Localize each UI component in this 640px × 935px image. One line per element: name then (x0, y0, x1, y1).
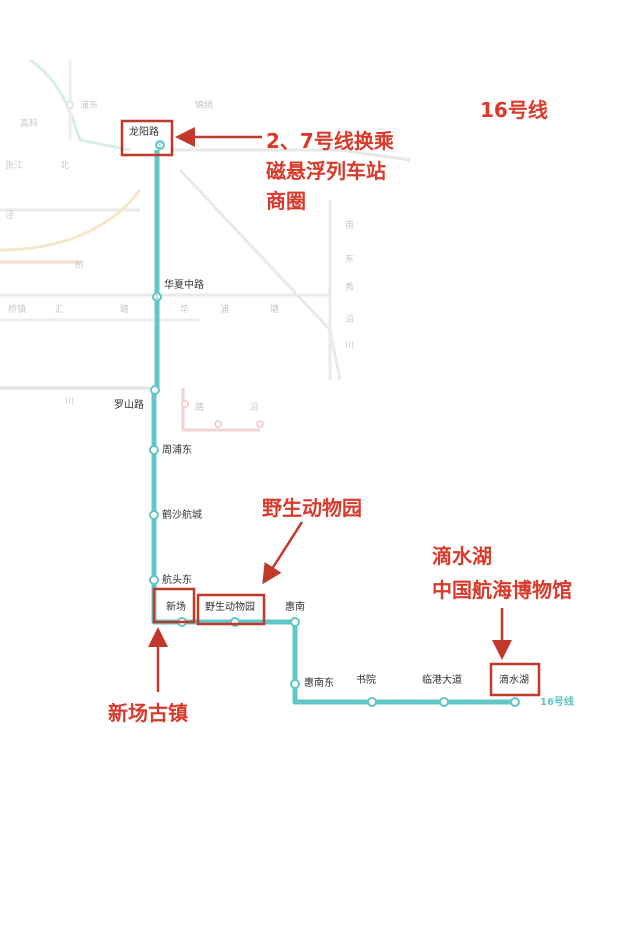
arrow-zoo (262, 521, 304, 585)
annotation-dishui-line2: 中国航海博物馆 (432, 578, 572, 602)
map-title: 16号线 (480, 98, 548, 122)
ghost-label: 锦绣 (195, 99, 213, 111)
station-dot-longyang[interactable] (155, 140, 165, 150)
highlight-box-xinchang (152, 587, 196, 624)
annotation-longyang-line2: 磁悬浮列车站 (266, 159, 386, 183)
ghost-label: 路 (195, 401, 204, 413)
ghost-label: 汇 (55, 304, 64, 315)
station-label-hangtou-dong: 航头东 (162, 573, 192, 586)
ghost-label: 张江 (5, 160, 23, 171)
station-label-longyang: 龙阳路 (129, 125, 159, 138)
interchange-marker: ① (156, 142, 164, 152)
station-label-huaxia-zhong: 华夏中路 (164, 278, 204, 291)
station-dot-huaxia-zhong[interactable] (152, 292, 162, 302)
highlight-box-longyang (120, 119, 174, 157)
line16-route (151, 150, 515, 705)
ghost-station (66, 101, 74, 109)
ghost-label: 川 (65, 397, 74, 407)
annotation-arrows (148, 127, 512, 692)
faded-background-lines (0, 58, 411, 432)
ghost-label: 桥镇 (8, 303, 26, 315)
station-label-luoshan: 罗山路 (114, 398, 144, 411)
station-label-lingang-dadao: 临港大道 (422, 673, 462, 686)
annotation-xinchang-town: 新场古镇 (108, 701, 188, 725)
station-dot-zhoupu-dong[interactable] (149, 445, 159, 455)
ghost-label: 沿 (250, 402, 259, 413)
station-label-zhoupu-dong: 周浦东 (162, 443, 192, 456)
station-dot-shuyuan[interactable] (367, 697, 377, 707)
station-dot-luoshan[interactable] (150, 385, 160, 395)
annotation-longyang-line3: 商圈 (266, 189, 306, 213)
station-label-xinchang: 新场 (166, 600, 186, 613)
highlight-boxes (120, 119, 541, 697)
annotation-dishui-line1: 滴水湖 (432, 544, 492, 568)
ghost-label: 塘 (270, 303, 279, 315)
ghost-label: 桥 (75, 259, 84, 271)
ghost-station (181, 400, 189, 408)
station-label-heshahangcheng: 鹤沙航城 (162, 508, 202, 521)
station-dot-lingang-dadao[interactable] (439, 697, 449, 707)
line16-tag: 16号线 (540, 695, 574, 708)
ghost-label: 浦 (220, 303, 229, 315)
ghost-label: 川 (345, 341, 354, 351)
ghost-station (256, 420, 264, 428)
station-dot-huinan[interactable] (290, 617, 300, 627)
ghost-label: 东 (345, 253, 354, 265)
station-dot-huinan-dong[interactable] (290, 679, 300, 689)
station-label-dishuihu: 滴水湖 (499, 673, 529, 686)
ghost-label: 北 (60, 160, 69, 171)
station-dot-heshahangcheng[interactable] (149, 510, 159, 520)
ghost-label: 泾 (5, 209, 14, 221)
station-label-yeshengdongwuyuan: 野生动物园 (205, 600, 255, 613)
annotation-zoo: 野生动物园 (262, 496, 362, 520)
highlight-box-yeshengdongwuyuan (196, 593, 266, 626)
station-dot-dishuihu[interactable] (510, 697, 520, 707)
ghost-label: 秀 (345, 281, 354, 293)
interchange-marker: ① (153, 293, 161, 303)
ghost-label: 浦东 (80, 99, 98, 111)
station-label-huinan-dong: 惠南东 (304, 676, 334, 689)
ghost-label: 沿 (345, 314, 354, 325)
station-dot-hangtou-dong[interactable] (149, 575, 159, 585)
ghost-station (214, 420, 222, 428)
highlight-box-dishuihu (489, 662, 541, 697)
ghost-label: 南 (345, 219, 354, 231)
faded-background-labels: 浦东 锦绣 高科 张江 北 南 东 秀 沿 川 泾 桥 桥镇 汇 路 华 浦 塘… (5, 99, 354, 428)
station-label-shuyuan: 书院 (356, 673, 376, 686)
station-label-huinan: 惠南 (285, 600, 305, 613)
ghost-label: 华 (180, 303, 189, 315)
annotation-longyang-line1: 2、7号线换乘 (266, 129, 395, 153)
ghost-label: 路 (120, 303, 129, 315)
ghost-label: 高科 (20, 117, 38, 129)
